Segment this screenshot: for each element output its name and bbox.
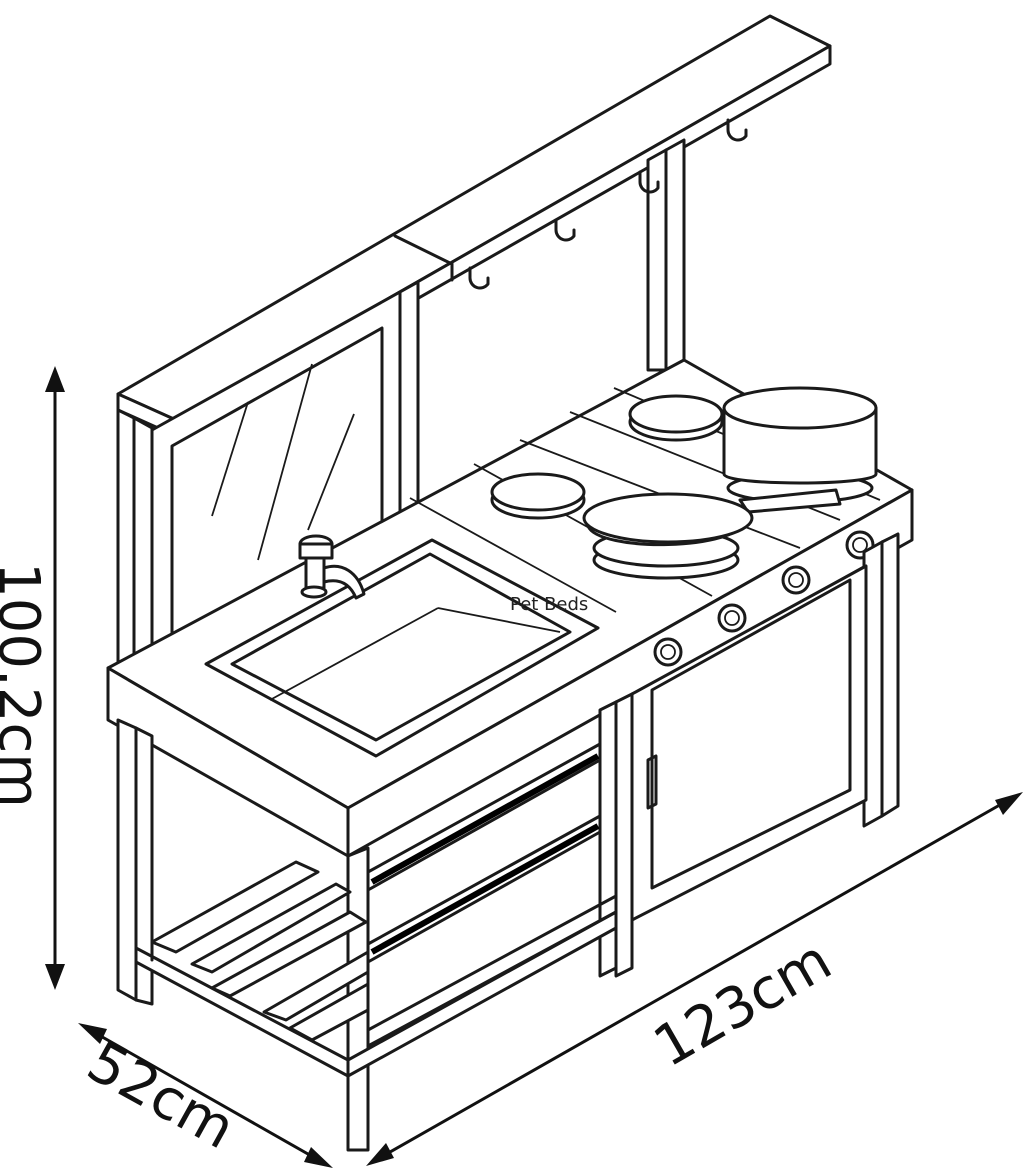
width-arrow-line bbox=[375, 796, 1013, 1162]
door-handle-icon[interactable] bbox=[646, 754, 658, 810]
legs bbox=[116, 532, 900, 1152]
cupboard-door[interactable] bbox=[630, 564, 868, 922]
hooks bbox=[468, 118, 748, 290]
width-arrow-head-right bbox=[995, 792, 1023, 815]
height-dimension: 100.2cm bbox=[0, 366, 65, 990]
control-knob-3[interactable] bbox=[781, 565, 811, 595]
top-shelf bbox=[116, 14, 832, 438]
bottom-rails bbox=[150, 894, 618, 1048]
depth-arrow-head-left bbox=[78, 1023, 107, 1044]
control-knob-2[interactable] bbox=[717, 603, 747, 633]
depth-label: 52cm bbox=[77, 1029, 245, 1162]
hob-plates bbox=[490, 394, 724, 520]
control-knob-1[interactable] bbox=[653, 637, 683, 667]
hook-1-icon bbox=[468, 266, 490, 290]
hob-plate-front bbox=[490, 472, 586, 520]
height-arrow-head-bottom bbox=[45, 964, 65, 990]
hook-3-icon bbox=[638, 170, 660, 194]
depth-arrow-line bbox=[89, 1028, 323, 1164]
bottom-shelf bbox=[134, 860, 618, 1078]
height-label: 100.2cm bbox=[0, 562, 51, 808]
depth-arrow-head-right bbox=[304, 1147, 333, 1168]
width-arrow-head-left bbox=[366, 1143, 394, 1166]
frying-pan-icon bbox=[582, 492, 754, 580]
saucepan-icon bbox=[722, 386, 878, 514]
height-arrow-head-top bbox=[45, 366, 65, 392]
brand-text: Pet Beds bbox=[510, 594, 588, 615]
hob-plate-back bbox=[628, 394, 724, 442]
hook-2-icon bbox=[554, 218, 576, 242]
faucet-icon bbox=[298, 534, 366, 600]
hook-4-icon bbox=[726, 118, 748, 142]
storage-rack bbox=[366, 742, 602, 964]
